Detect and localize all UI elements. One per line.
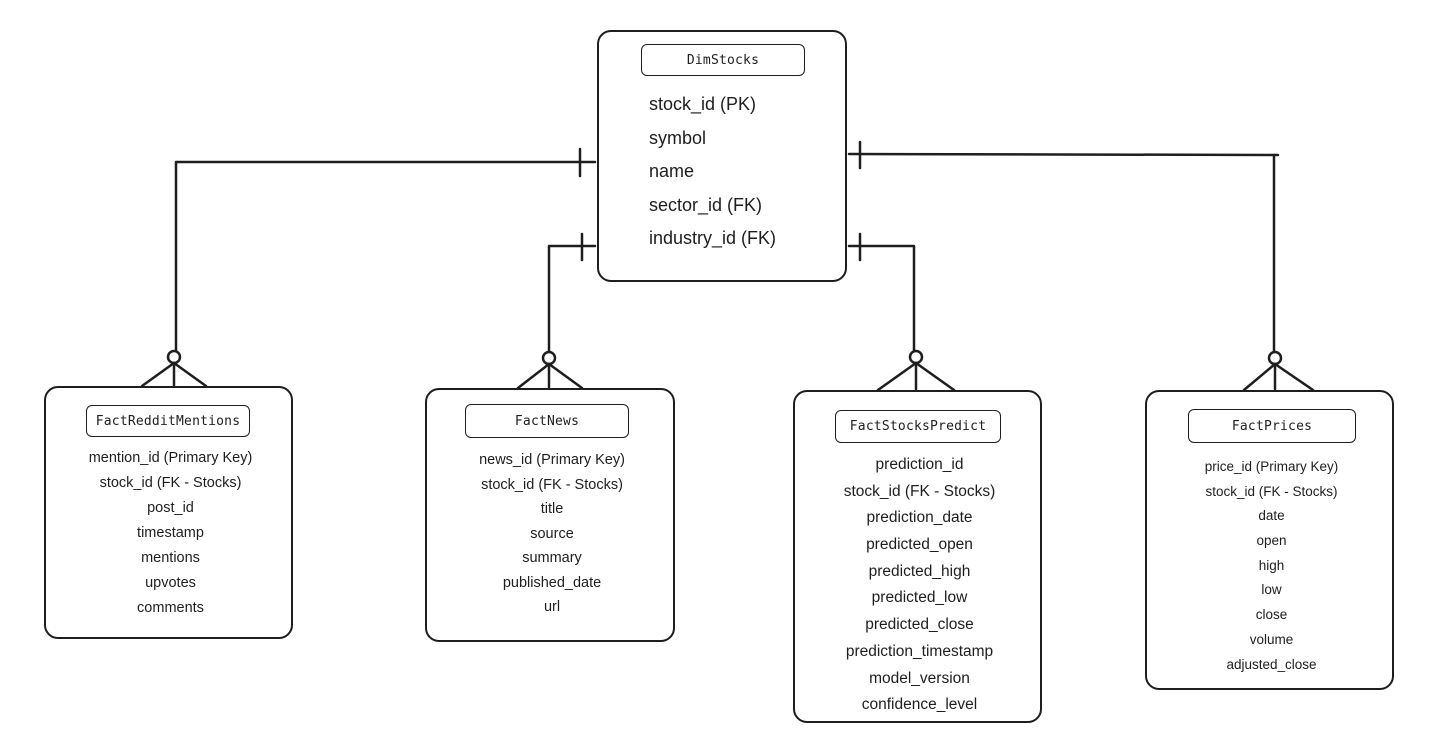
attribute-predicted-low: predicted_low bbox=[871, 589, 968, 607]
crowfoot-right-stocks-predict bbox=[914, 361, 956, 392]
attribute-date: date bbox=[1258, 508, 1285, 524]
entity-fact-reddit-mentions[interactable]: FactRedditMentions mention_id (Primary K… bbox=[44, 386, 293, 639]
attribute-volume: volume bbox=[1249, 631, 1294, 647]
attribute-adjusted-close: adjusted_close bbox=[1226, 656, 1317, 672]
attribute-predicted-open: predicted_open bbox=[866, 536, 973, 554]
crowfoot-left-reddit-mentions bbox=[140, 361, 176, 388]
entity-fact-news[interactable]: FactNews news_id (Primary Key) stock_id … bbox=[425, 388, 675, 642]
attribute-url: url bbox=[543, 599, 561, 615]
zero-marker-reddit-mentions bbox=[166, 349, 182, 365]
crowfoot-left-news bbox=[516, 362, 551, 390]
attribute-model-version: model_version bbox=[869, 669, 970, 687]
attribute-post-id: post_id bbox=[147, 500, 194, 516]
attribute-confidence-level: confidence_level bbox=[861, 696, 978, 714]
attribute-symbol: symbol bbox=[649, 127, 707, 148]
attribute-low: low bbox=[1261, 582, 1282, 598]
attribute-summary: summary bbox=[522, 550, 582, 566]
crowfoot-right-prices bbox=[1273, 362, 1315, 392]
attribute-published-date: published_date bbox=[502, 574, 602, 591]
attribute-predicted-close: predicted_close bbox=[865, 616, 974, 634]
entity-fact-prices[interactable]: FactPrices price_id (Primary Key) stock_… bbox=[1145, 390, 1394, 690]
zero-marker-prices bbox=[1267, 350, 1283, 366]
relationship-line-prices bbox=[847, 140, 1315, 392]
relationship-line-news bbox=[516, 232, 597, 390]
zero-marker-stocks-predict bbox=[908, 349, 924, 365]
attribute-close: close bbox=[1255, 607, 1288, 623]
attribute-list-fact-stocks-predict: prediction_id stock_id (FK - Stocks) pre… bbox=[795, 452, 1044, 719]
attribute-stock-id: stock_id (PK) bbox=[649, 94, 757, 114]
crowfoot-left-prices bbox=[1242, 362, 1277, 392]
attribute-mentions: mentions bbox=[141, 550, 200, 566]
relationship-line-reddit-mentions bbox=[140, 147, 597, 388]
attribute-sector-id: sector_id (FK) bbox=[649, 194, 763, 215]
attribute-stock-id: stock_id (FK - Stocks) bbox=[843, 482, 996, 500]
entity-dim-stocks[interactable]: DimStocks stock_id (PK) symbol name sect… bbox=[597, 30, 847, 282]
attribute-prediction-id: prediction_id bbox=[875, 456, 964, 473]
attribute-source: source bbox=[530, 525, 574, 542]
entity-title-fact-news: FactNews bbox=[465, 404, 629, 438]
attribute-list-fact-prices: price_id (Primary Key) stock_id (FK - St… bbox=[1147, 455, 1396, 677]
crowfoot-right-news bbox=[547, 362, 584, 390]
entity-fact-stocks-predict[interactable]: FactStocksPredict prediction_id stock_id… bbox=[793, 390, 1042, 723]
attribute-open: open bbox=[1256, 533, 1287, 549]
attribute-list-fact-news: news_id (Primary Key) stock_id (FK - Sto… bbox=[427, 448, 677, 620]
attribute-industry-id: industry_id (FK) bbox=[649, 228, 777, 249]
zero-marker-news bbox=[541, 350, 557, 366]
attribute-news-id: news_id (Primary Key) bbox=[479, 452, 625, 468]
entity-title-fact-reddit-mentions: FactRedditMentions bbox=[86, 405, 250, 437]
attribute-mention-id: mention_id (Primary Key) bbox=[88, 450, 253, 466]
attribute-list-dim-stocks: stock_id (PK) symbol name sector_id (FK)… bbox=[599, 88, 849, 256]
relationship-line-stocks-predict bbox=[847, 232, 956, 392]
attribute-prediction-date: prediction_date bbox=[866, 509, 973, 527]
entity-title-fact-stocks-predict: FactStocksPredict bbox=[835, 410, 1001, 443]
crowfoot-right-reddit-mentions bbox=[172, 361, 208, 388]
attribute-name: name bbox=[649, 161, 695, 182]
attribute-list-fact-reddit-mentions: mention_id (Primary Key) stock_id (FK - … bbox=[46, 446, 295, 621]
entity-title-fact-prices: FactPrices bbox=[1188, 409, 1356, 443]
attribute-stock-id: stock_id (FK - Stocks) bbox=[481, 476, 623, 493]
attribute-title: title bbox=[540, 501, 564, 517]
attribute-upvotes: upvotes bbox=[145, 575, 196, 591]
attribute-high: high bbox=[1258, 557, 1285, 573]
attribute-prediction-timestamp: prediction_timestamp bbox=[845, 642, 994, 660]
attribute-predicted-high: predicted_high bbox=[868, 562, 971, 580]
entity-title-dim-stocks: DimStocks bbox=[641, 44, 805, 76]
attribute-stock-id: stock_id (FK - Stocks) bbox=[1205, 483, 1338, 499]
attribute-comments: comments bbox=[137, 600, 204, 616]
attribute-price-id: price_id (Primary Key) bbox=[1204, 459, 1339, 474]
crowfoot-left-stocks-predict bbox=[876, 361, 918, 392]
attribute-stock-id: stock_id (FK - Stocks) bbox=[99, 475, 242, 491]
attribute-timestamp: timestamp bbox=[137, 525, 204, 541]
